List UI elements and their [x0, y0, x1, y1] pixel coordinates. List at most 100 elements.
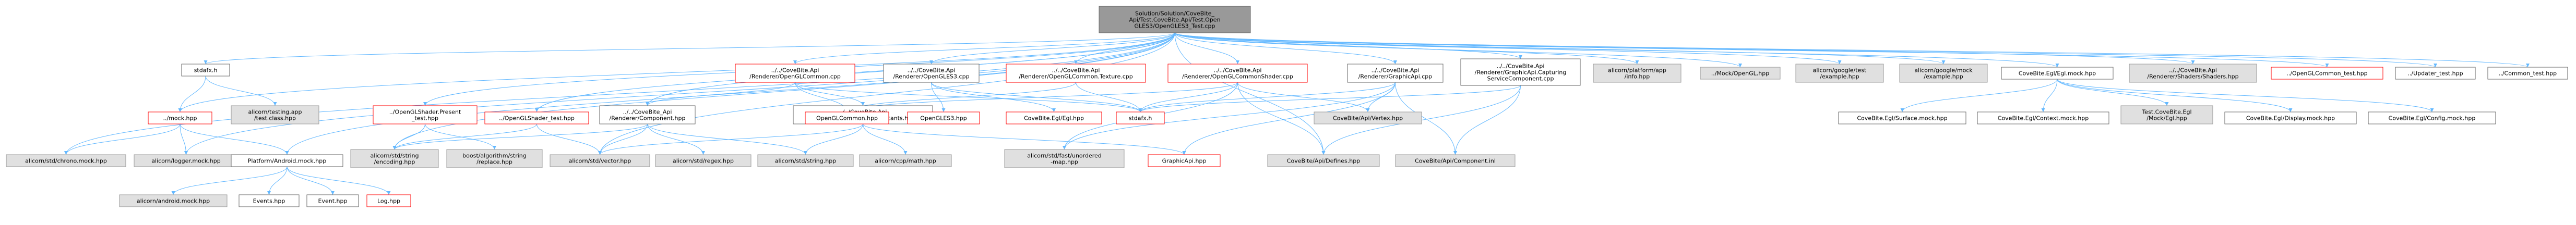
node-android-mock[interactable]: Platform/Android.mock.hpp: [231, 154, 343, 167]
edge-root-to-chrono_mock: [64, 32, 1175, 155]
node-api-vertex[interactable]: CoveBite/Api/Vertex.hpp: [1314, 111, 1422, 124]
node-mock-opengl[interactable]: ../Mock/OpenGL.hpp: [1700, 67, 1781, 80]
node-graphicapi-hpp[interactable]: GraphicApi.hpp: [1148, 154, 1221, 167]
node-component[interactable]: ../../CoveBite_Api/Renderer/Component.hp…: [599, 105, 696, 124]
node-egl-context[interactable]: CoveBite.Egl/Context.mock.hpp: [1977, 111, 2109, 124]
node-boost-replace[interactable]: boost/algorithm/string/replace.hpp: [446, 149, 543, 168]
edge-root-to-graphicapi_cpp: [1174, 32, 1397, 65]
edge-root-to-common_texture: [1074, 32, 1175, 65]
node-box: [2395, 67, 2476, 80]
node-label-line: alicorn/google/mock: [1914, 67, 1973, 74]
edge-opengles3_cpp-to-opengles3_hpp: [931, 82, 946, 113]
node-graphicapi-cpp[interactable]: ../../CoveBite.Api/Renderer/GraphicApi.c…: [1347, 64, 1444, 83]
node-cpp-math[interactable]: alicorn/cpp/math.hpp: [859, 154, 952, 167]
node-egl-display[interactable]: CoveBite.Egl/Display.mock.hpp: [2224, 111, 2357, 124]
node-box: [1347, 64, 1444, 83]
node-opengles3-cpp[interactable]: ../../CoveBite.Api/Renderer/OpenGLES3.cp…: [883, 64, 980, 83]
node-event-hpp[interactable]: Event.hpp: [306, 194, 359, 207]
node-egl-config[interactable]: CoveBite.Egl/Config.mock.hpp: [2368, 111, 2496, 124]
node-shaders-api[interactable]: ../../CoveBite.Api/Renderer/Shaders/Shad…: [2129, 64, 2257, 83]
node-std-regex[interactable]: alicorn/std/regex.hpp: [655, 154, 752, 167]
node-common-texture[interactable]: ../../CoveBite.Api/Renderer/OpenGLCommon…: [1006, 64, 1146, 83]
node-egl-surface[interactable]: CoveBite.Egl/Surface.mock.hpp: [1838, 111, 1966, 124]
node-box: [1099, 6, 1251, 33]
node-label-line: Event.hpp: [318, 198, 348, 205]
node-label-line: /Renderer/GraphicApi.cpp: [1358, 73, 1433, 80]
node-common-test[interactable]: ../Common_test.hpp: [2487, 67, 2568, 80]
node-label-line: ../Common_test.hpp: [2499, 70, 2557, 77]
edge-mock-to-android_mock: [180, 123, 289, 155]
node-box: [2271, 67, 2383, 80]
node-label-line: ServiceComponent.cpp: [1487, 76, 1554, 82]
edge-graphicapi_cpp-to-api_component: [1395, 82, 1457, 155]
edge-root-to-opengl_common_test: [1174, 32, 2329, 68]
node-box: [373, 105, 478, 124]
node-box: [306, 194, 359, 207]
node-platform-app[interactable]: alicorn/platform/app/info.hpp: [1593, 64, 1681, 83]
node-box: [2129, 64, 2257, 83]
node-chrono-mock[interactable]: alicorn/std/chrono.mock.hpp: [6, 154, 126, 167]
node-label-line: CoveBite.Egl/Surface.mock.hpp: [1857, 115, 1947, 122]
node-unordered-map[interactable]: alicorn/std/fast/unordered-map.hpp: [1004, 149, 1125, 168]
node-events-hpp[interactable]: Events.hpp: [238, 194, 300, 207]
node-stdafx-mid[interactable]: stdafx.h: [1116, 111, 1165, 124]
edge-android_mock-to-event_hpp: [287, 166, 335, 195]
node-root[interactable]: Solution/Solution/CoveBite_Api/Test.Cove…: [1099, 6, 1251, 33]
node-opengl-common-cpp[interactable]: ../../CoveBite.Api/Renderer/OpenGLCommon…: [735, 64, 855, 83]
node-opengles3-hpp[interactable]: OpenGLES3.hpp: [907, 111, 980, 124]
edge-root-to-string_encoding: [392, 32, 1175, 150]
edge-root-to-common_shader: [1174, 32, 1239, 65]
node-label-line: stdafx.h: [194, 67, 218, 74]
edge-capturing-to-stdafx_mid: [1138, 85, 1521, 113]
node-egl-test[interactable]: Test.CoveBite.Egl/Mock/Egl.hpp: [2120, 105, 2213, 124]
node-label-line: ../../CoveBite.Api: [1052, 67, 1100, 74]
edge-component-to-std_vector: [598, 123, 648, 155]
node-opengl-present[interactable]: ../OpenGLShader.Present_test.hpp: [373, 105, 478, 124]
node-box: [757, 154, 854, 167]
node-box: [599, 105, 696, 124]
node-std-string[interactable]: alicorn/std/string.hpp: [757, 154, 854, 167]
node-label-line: /Renderer/OpenGLES3.cpp: [893, 73, 969, 80]
node-opengl-common-test[interactable]: ../OpenGLCommon_test.hpp: [2271, 67, 2383, 80]
node-stdafx-top[interactable]: stdafx.h: [181, 64, 230, 77]
node-std-vector[interactable]: alicorn/std/vector.hpp: [550, 154, 650, 167]
edge-common_shader-to-api_defines: [1237, 82, 1326, 155]
node-label-line: alicorn/platform/app: [1608, 67, 1666, 74]
node-box: [1116, 111, 1165, 124]
node-egl-mock[interactable]: CoveBite.Egl/Egl.mock.hpp: [2001, 67, 2114, 80]
node-google-mock[interactable]: alicorn/google/mock/example.hpp: [1899, 64, 1988, 83]
node-capturing[interactable]: ../../CoveBite.Api/Renderer/GraphicApi.C…: [1460, 58, 1581, 86]
edge-root-to-capturing: [1174, 32, 1522, 59]
node-api-defines[interactable]: CoveBite/Api/Defines.hpp: [1267, 154, 1380, 167]
node-google-test[interactable]: alicorn/google/test/example.hpp: [1795, 64, 1884, 83]
node-common-shader[interactable]: ../../CoveBite.Api/Renderer/OpenGLCommon…: [1167, 64, 1308, 83]
edge-android_mock-to-events_hpp: [267, 166, 288, 195]
node-updater-test[interactable]: ../Updater_test.hpp: [2395, 67, 2476, 80]
node-egl-hpp[interactable]: CoveBite.Egl/Egl.hpp: [1006, 111, 1102, 124]
node-label-line: CoveBite.Egl/Display.mock.hpp: [2246, 115, 2335, 122]
node-label-line: /info.hpp: [1625, 73, 1650, 80]
node-allocorn-android[interactable]: alicorn/android.mock.hpp: [119, 194, 228, 207]
node-api-component[interactable]: CoveBite/Api/Component.inl: [1395, 154, 1516, 167]
node-opengl-common-hpp[interactable]: OpenGLCommon.hpp: [805, 111, 889, 124]
node-logger-mock[interactable]: alicorn/logger.mock.hpp: [134, 154, 238, 167]
node-label-line: Solution/Solution/CoveBite_: [1135, 10, 1214, 17]
node-label-line: CoveBite.Egl/Config.mock.hpp: [2389, 115, 2476, 122]
node-box: [119, 194, 228, 207]
node-label-line: ../../CoveBite.Api: [2169, 67, 2217, 74]
node-string-encoding[interactable]: alicorn/std/string/encoding.hpp: [350, 149, 439, 168]
node-label-line: Api/Test.CoveBite.Api/Test.Open: [1129, 17, 1220, 23]
node-box: [1006, 111, 1102, 124]
node-label-line: alicorn/logger.mock.hpp: [151, 158, 220, 165]
node-box: [350, 149, 439, 168]
node-label-line: ../../CoveBite.Api: [1497, 63, 1545, 70]
node-opengl-shader-test[interactable]: ../OpenGLShader_test.hpp: [484, 111, 589, 124]
edge-root-to-egl_mock: [1174, 32, 2059, 68]
node-mock[interactable]: ../mock.hpp: [148, 111, 212, 124]
edge-opengl_common_cpp-to-graphicapi_constants: [795, 82, 865, 106]
edge-android_mock-to-log_hpp: [287, 166, 391, 195]
node-log-hpp[interactable]: Log.hpp: [366, 194, 411, 207]
edge-common_shader-to-api_vertex: [1237, 82, 1370, 113]
node-label-line: CoveBite/Api/Component.inl: [1415, 158, 1496, 165]
node-testing-app[interactable]: alicorn/testing.app/test.class.hpp: [231, 105, 319, 124]
